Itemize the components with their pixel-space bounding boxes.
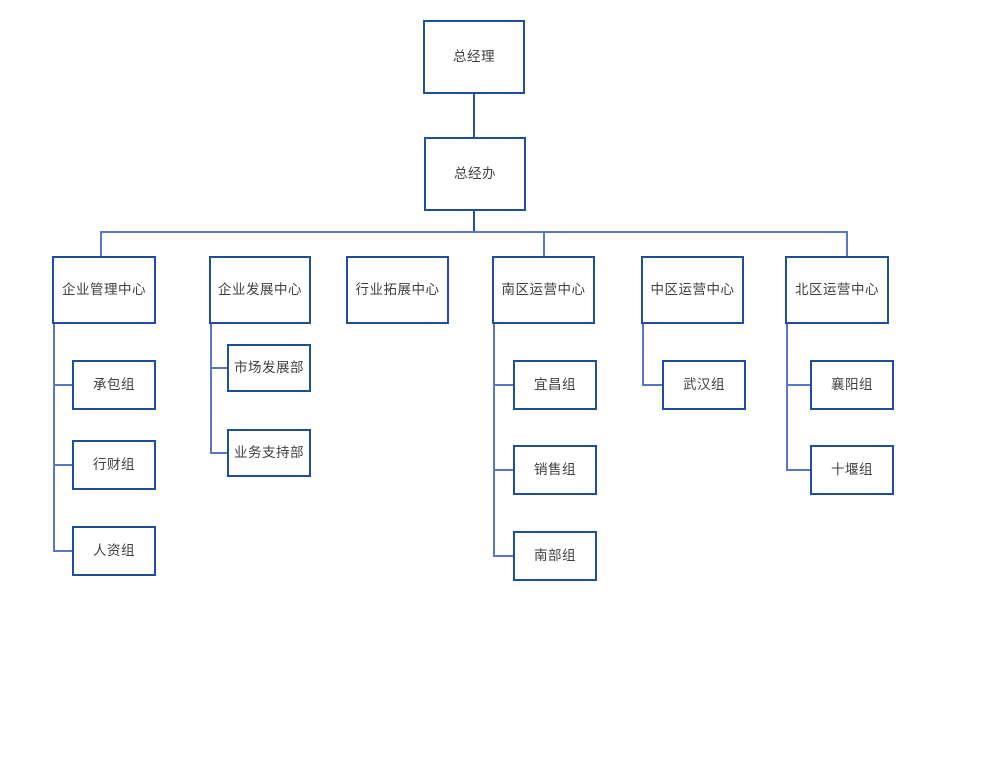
org-node-c5[interactable]: 中区运营中心: [641, 256, 744, 324]
org-node-office[interactable]: 总经办: [424, 137, 526, 211]
connector-stub-c6a: [786, 384, 811, 386]
org-node-label: 北区运营中心: [795, 281, 879, 298]
connector-office-stem: [473, 211, 475, 232]
org-node-c3[interactable]: 行业拓展中心: [346, 256, 449, 324]
connector-drop-c4: [543, 231, 545, 256]
org-node-label: 承包组: [93, 376, 135, 393]
org-node-label: 销售组: [534, 461, 576, 478]
org-node-label: 行财组: [93, 456, 135, 473]
connector-stub-c1c: [53, 550, 73, 552]
org-node-label: 宜昌组: [534, 376, 576, 393]
connector-stub-c1a: [53, 384, 73, 386]
org-node-c4c[interactable]: 南部组: [513, 531, 597, 581]
org-node-c4a[interactable]: 宜昌组: [513, 360, 597, 410]
connector-stub-c5a: [642, 384, 663, 386]
connector-stub-c4b: [493, 469, 514, 471]
connector-level2-bar: [100, 231, 848, 233]
connector-stub-c6b: [786, 469, 811, 471]
org-node-label: 南区运营中心: [501, 281, 586, 298]
connector-stub-c2b: [210, 452, 228, 454]
org-node-label: 武汉组: [683, 376, 725, 393]
org-node-label: 业务支持部: [234, 444, 304, 461]
org-node-label: 中区运营中心: [650, 281, 735, 298]
org-node-c1a[interactable]: 承包组: [72, 360, 156, 410]
org-node-label: 南部组: [534, 547, 576, 564]
connector-drop-c1: [100, 231, 102, 256]
org-node-c5a[interactable]: 武汉组: [662, 360, 746, 410]
org-node-c4[interactable]: 南区运营中心: [492, 256, 595, 324]
org-node-label: 企业管理中心: [62, 281, 146, 298]
org-node-label: 人资组: [93, 542, 135, 559]
org-node-c6b[interactable]: 十堰组: [810, 445, 894, 495]
org-node-label: 行业拓展中心: [355, 281, 440, 298]
org-node-ceo[interactable]: 总经理: [423, 20, 525, 94]
connector-stub-c4a: [493, 384, 514, 386]
org-node-c6a[interactable]: 襄阳组: [810, 360, 894, 410]
org-node-label: 襄阳组: [831, 376, 873, 393]
org-node-label: 十堰组: [831, 461, 873, 478]
org-node-label: 企业发展中心: [218, 281, 302, 298]
connector-stub-c2a: [210, 367, 228, 369]
org-node-c1[interactable]: 企业管理中心: [52, 256, 156, 324]
org-node-c2[interactable]: 企业发展中心: [209, 256, 311, 324]
connector-stub-c1b: [53, 464, 73, 466]
connector-trunk-c1: [53, 324, 55, 552]
connector-stub-c4c: [493, 555, 514, 557]
org-node-c4b[interactable]: 销售组: [513, 445, 597, 495]
org-node-label: 市场发展部: [234, 359, 304, 376]
org-node-c6[interactable]: 北区运营中心: [785, 256, 889, 324]
connector-trunk-c4: [493, 324, 495, 557]
connector-ceo-to-office: [473, 94, 475, 137]
connector-trunk-c2: [210, 324, 212, 454]
org-node-label: 总经理: [453, 48, 495, 65]
connector-trunk-c5: [642, 324, 644, 385]
org-node-c2b[interactable]: 业务支持部: [227, 429, 311, 477]
org-node-c1b[interactable]: 行财组: [72, 440, 156, 490]
org-node-c1c[interactable]: 人资组: [72, 526, 156, 576]
org-node-label: 总经办: [454, 165, 496, 182]
connector-trunk-c6: [786, 324, 788, 470]
org-node-c2a[interactable]: 市场发展部: [227, 344, 311, 392]
connector-drop-c6: [846, 231, 848, 256]
